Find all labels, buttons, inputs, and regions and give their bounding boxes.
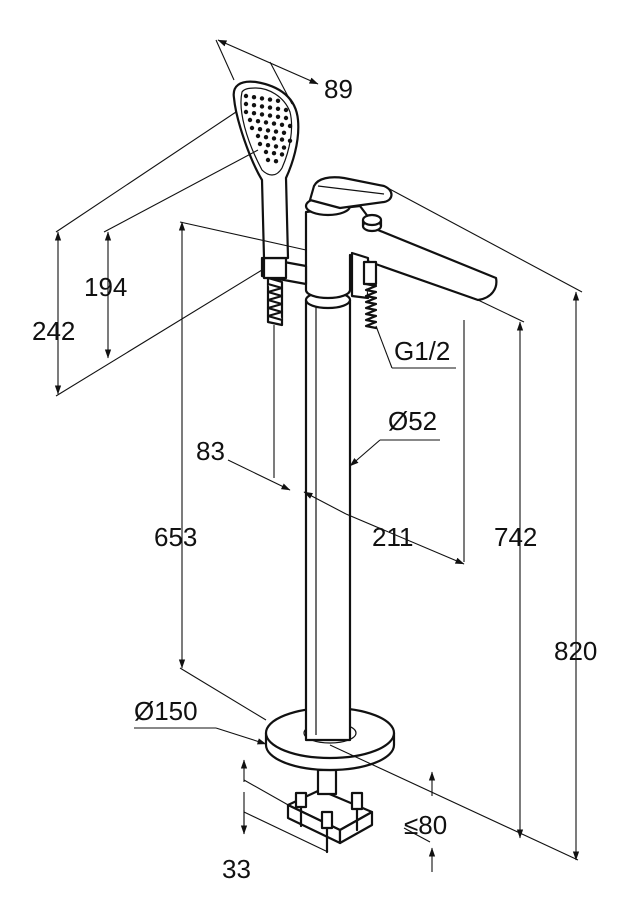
nozzle-dot [267,113,273,118]
nozzle-dot [281,145,287,150]
hose-thread [266,282,284,322]
nozzle-dot [283,107,289,113]
dim-connection-thread: G1/2 [394,336,450,366]
dim-column-diameter: Ø52 [388,406,437,436]
nozzle-dot [265,128,271,133]
dim-spout-inlet-offset: 83 [196,436,225,466]
hand-shower [232,80,300,260]
nozzle-dot [271,151,277,156]
nozzle-dot [259,96,265,101]
nozzle-dot [251,95,257,100]
dim-spout-reach: 211 [372,522,413,552]
nozzle-dot [263,135,269,140]
nozzle-dot [287,123,293,129]
spout-body [304,204,498,302]
nozzle-dot [283,115,289,121]
shower-holder [260,256,308,327]
nozzle-dot [243,109,249,115]
dim-overall-height: 820 [554,636,597,666]
shower-nozzles [243,93,293,164]
dim-mounting-depth: 33 [222,854,251,884]
dimension-lines [54,39,583,872]
nozzle-dot [267,105,273,110]
nozzle-dot [281,130,287,135]
nozzle-dot [247,117,253,123]
nozzle-dot [267,97,273,102]
dim-spout-height: 742 [494,522,537,552]
nozzle-dot [271,136,277,141]
dim-base-diameter: Ø150 [134,696,198,726]
nozzle-dot [251,111,257,116]
nozzle-dot [265,143,271,148]
mixer-lever [304,176,393,233]
nozzle-dot [273,144,279,149]
thread-coil [364,282,378,330]
dim-column-height: 653 [154,522,197,552]
connection-nipple [362,260,378,330]
nozzle-dot [257,141,263,147]
nozzle-dot [271,121,277,126]
nozzle-dot [255,133,261,139]
nozzle-dot [265,157,271,163]
nozzle-dot [249,125,255,131]
nozzle-dot [279,137,285,142]
nozzle-dot [263,149,269,155]
dim-shower-head-width: 89 [324,74,353,104]
nozzle-dot [251,103,257,108]
dim-holder-height-upper: 194 [84,272,127,302]
nozzle-dot [279,152,285,157]
dim-holder-height-total: 242 [32,316,75,346]
mounting-bracket [286,768,374,854]
nozzle-dot [279,122,285,128]
nozzle-dot [275,106,281,112]
column [304,290,352,742]
nozzle-dot [243,93,249,99]
nozzle-dot [257,127,263,132]
nozzle-dot [275,114,281,120]
nozzle-dot [255,119,261,124]
nozzle-dot [259,104,265,109]
nozzle-dot [243,101,249,107]
dimension-labels: 89 242 194 653 83 211 Ø52 G1/2 742 820 Ø… [32,74,597,884]
nozzle-dot [259,112,265,117]
nozzle-dot [275,98,281,104]
nozzle-dot [287,138,293,143]
nozzle-dot [273,129,279,134]
dim-floor-depth-max: ≤80 [404,810,447,840]
nozzle-dot [263,120,269,125]
nozzle-dot [273,159,279,164]
